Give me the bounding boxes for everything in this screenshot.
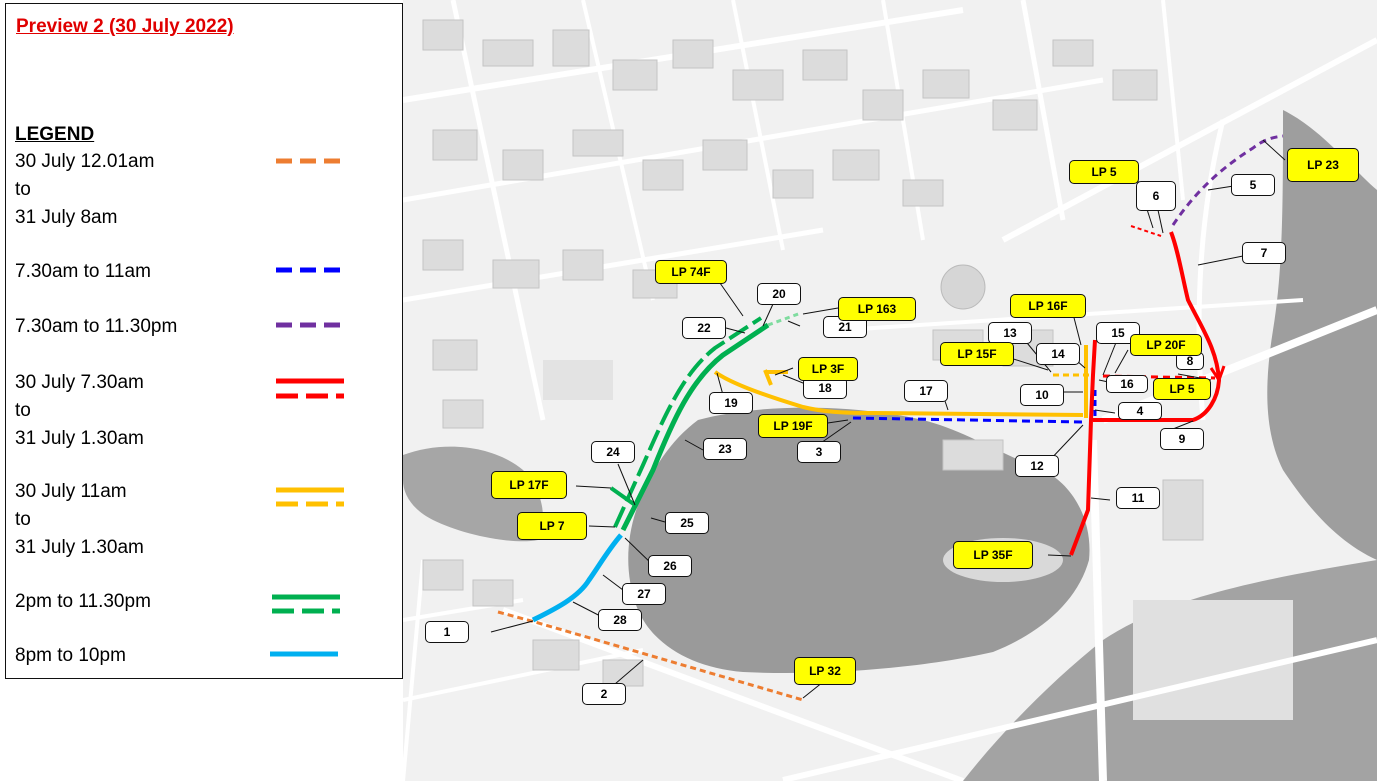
river-water-west: [403, 446, 543, 542]
route-label-26[interactable]: 26: [648, 555, 692, 577]
lamp-post-label-lp163[interactable]: LP 163: [838, 297, 916, 321]
route-label-19[interactable]: 19: [709, 392, 753, 414]
legend-item-2-label: 7.30am to 11am: [15, 258, 151, 286]
lamp-post-label-lp5-north[interactable]: LP 5: [1069, 160, 1139, 184]
lamp-post-label-lp5-east[interactable]: LP 5: [1153, 378, 1211, 400]
legend-item-1-line-3: 31 July 8am: [15, 207, 118, 228]
legend-item-6-label: 2pm to 11.30pm: [15, 588, 151, 616]
legend-item-6-line-1: 2pm to 11.30pm: [15, 591, 151, 612]
route-label-17[interactable]: 17: [904, 380, 948, 402]
legend-item-4-line-3: 31 July 1.30am: [15, 428, 144, 449]
legend-item-4-line-2: to: [15, 400, 31, 421]
lamp-post-label-lp7[interactable]: LP 7: [517, 512, 587, 540]
legend-item-4-line-1: 30 July 7.30am: [15, 372, 144, 393]
legend-item-3-line-1: 7.30am to 11.30pm: [15, 316, 178, 337]
map-area[interactable]: [403, 0, 1377, 781]
road-9: [1161, 0, 1185, 201]
lamp-post-label-lp23[interactable]: LP 23: [1287, 148, 1359, 182]
route-label-22[interactable]: 22: [682, 317, 726, 339]
route-label-27[interactable]: 27: [622, 583, 666, 605]
road-14: [782, 637, 1377, 781]
route-label-14[interactable]: 14: [1036, 343, 1080, 365]
road-8: [1020, 0, 1066, 221]
route-label-25[interactable]: 25: [665, 512, 709, 534]
route-label-3[interactable]: 3: [797, 441, 841, 463]
route-label-4[interactable]: 4: [1118, 402, 1162, 420]
route-label-11[interactable]: 11: [1116, 487, 1160, 509]
legend-item-3-label: 7.30am to 11.30pm: [15, 313, 177, 341]
route-label-24[interactable]: 24: [591, 441, 635, 463]
lamp-post-label-lp16f[interactable]: LP 16F: [1010, 294, 1086, 318]
legend-item-5-line-3: 31 July 1.30am: [15, 537, 144, 558]
route-label-10[interactable]: 10: [1020, 384, 1064, 406]
legend-item-2-line-1: 7.30am to 11am: [15, 261, 151, 282]
route-label-13[interactable]: 13: [988, 322, 1032, 344]
route-label-16[interactable]: 16: [1106, 375, 1148, 393]
route-label-9[interactable]: 9: [1160, 428, 1204, 450]
route-label-28[interactable]: 28: [598, 609, 642, 631]
legend-item-1-line-1: 30 July 12.01am: [15, 151, 155, 172]
legend-heading: LEGEND: [15, 124, 95, 145]
road-6: [731, 0, 785, 251]
base-map: [403, 0, 1377, 781]
lamp-post-label-lp17f[interactable]: LP 17F: [491, 471, 567, 499]
lamp-post-label-lp35f[interactable]: LP 35F: [953, 541, 1033, 569]
lamp-post-label-lp19f[interactable]: LP 19F: [758, 414, 828, 438]
lamp-post-label-lp20f[interactable]: LP 20F: [1130, 334, 1202, 356]
preview-title: Preview 2 (30 July 2022): [16, 16, 234, 37]
legend-item-1-line-2: to: [15, 179, 31, 200]
lamp-post-label-lp32[interactable]: LP 32: [794, 657, 856, 685]
route-label-20[interactable]: 20: [757, 283, 801, 305]
route-label-23[interactable]: 23: [703, 438, 747, 460]
road-17: [403, 559, 425, 781]
route-label-7[interactable]: 7: [1242, 242, 1286, 264]
lamp-post-label-lp3f[interactable]: LP 3F: [798, 357, 858, 381]
legend-item-1-label: 30 July 12.01am to 31 July 8am: [15, 148, 154, 232]
route-label-2[interactable]: 2: [582, 683, 626, 705]
buildings: [422, 19, 1204, 687]
lamp-post-label-lp74f[interactable]: LP 74F: [655, 260, 727, 284]
suntec-fountain: [940, 264, 986, 310]
legend-item-5-line-1: 30 July 11am: [15, 481, 127, 502]
route-label-1[interactable]: 1: [425, 621, 469, 643]
legend-item-4-label: 30 July 7.30am to 31 July 1.30am: [15, 369, 144, 453]
legend-item-7-line-1: 8pm to 10pm: [15, 645, 126, 666]
lamp-post-label-lp15f[interactable]: LP 15F: [940, 342, 1014, 366]
legend-item-5-line-2: to: [15, 509, 31, 530]
legend-panel: Preview 2 (30 July 2022) LEGEND 30 July …: [5, 3, 403, 679]
road-4: [450, 0, 546, 421]
route-label-6[interactable]: 6: [1136, 181, 1176, 211]
legend-swatches: [270, 158, 344, 657]
legend-item-7-label: 8pm to 10pm: [15, 642, 126, 670]
park-block-2: [1133, 600, 1293, 720]
park-block-1: [543, 360, 613, 400]
route-label-5[interactable]: 5: [1231, 174, 1275, 196]
road-3: [403, 227, 824, 303]
legend-item-5-label: 30 July 11am to 31 July 1.30am: [15, 478, 144, 562]
route-label-12[interactable]: 12: [1015, 455, 1059, 477]
